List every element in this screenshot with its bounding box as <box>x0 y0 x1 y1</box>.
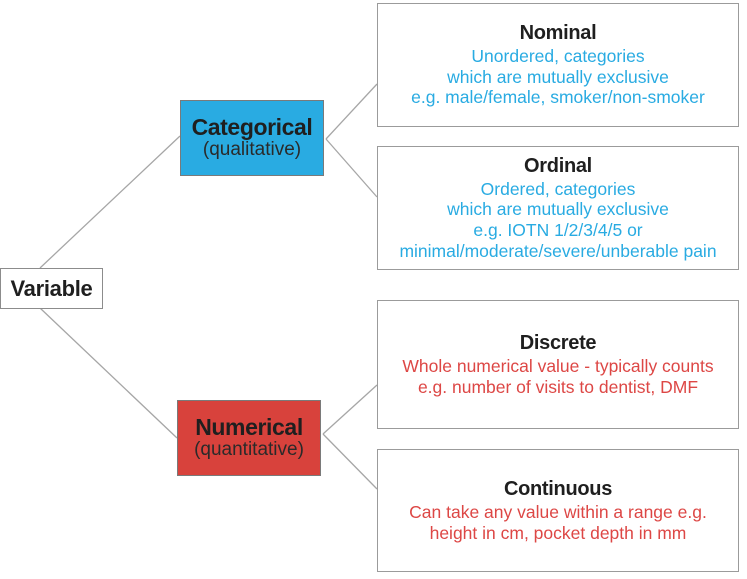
categorical-sublabel: (qualitative) <box>202 138 302 160</box>
numerical-label: Numerical <box>195 414 303 441</box>
discrete-description-line: e.g. number of visits to dentist, DMF <box>417 376 699 397</box>
continuous-box: Continuous Can take any value within a r… <box>377 449 739 572</box>
connector-categorical-nominal <box>325 83 378 140</box>
numerical-box: Numerical (quantitative) <box>177 400 321 476</box>
connector-categorical-ordinal <box>325 138 378 198</box>
nominal-title: Nominal <box>519 22 597 45</box>
ordinal-description-line: minimal/moderate/severe/unberable pain <box>399 240 717 261</box>
discrete-box: Discrete Whole numerical value - typical… <box>377 300 739 429</box>
ordinal-description-line: which are mutually exclusive <box>447 199 669 220</box>
ordinal-title: Ordinal <box>524 154 592 177</box>
continuous-description-line: Can take any value within a range e.g. <box>409 501 707 522</box>
nominal-box: Nominal Unordered, categories which are … <box>377 3 739 127</box>
connector-numerical-discrete <box>322 384 378 435</box>
variable-box: Variable <box>0 268 103 309</box>
connector-variable-numerical <box>39 307 178 439</box>
ordinal-description-line: Ordered, categories <box>480 178 636 199</box>
nominal-description-line: Unordered, categories <box>471 46 645 67</box>
discrete-title: Discrete <box>519 331 597 354</box>
continuous-title: Continuous <box>503 477 613 500</box>
variable-label: Variable <box>10 275 93 301</box>
continuous-description-line: height in cm, pocket depth in mm <box>429 522 687 543</box>
categorical-label: Categorical <box>191 114 313 141</box>
ordinal-description-line: e.g. IOTN 1/2/3/4/5 or <box>473 220 643 240</box>
discrete-description-line: Whole numerical value - typically counts <box>402 355 714 376</box>
nominal-description-line: e.g. male/female, smoker/non-smoker <box>411 87 705 108</box>
connector-variable-categorical <box>39 135 181 269</box>
ordinal-box: Ordinal Ordered, categories which are mu… <box>377 146 739 270</box>
categorical-box: Categorical (qualitative) <box>180 100 324 176</box>
numerical-sublabel: (quantitative) <box>194 438 304 460</box>
nominal-description-line: which are mutually exclusive <box>447 66 669 87</box>
connector-numerical-continuous <box>322 433 378 490</box>
